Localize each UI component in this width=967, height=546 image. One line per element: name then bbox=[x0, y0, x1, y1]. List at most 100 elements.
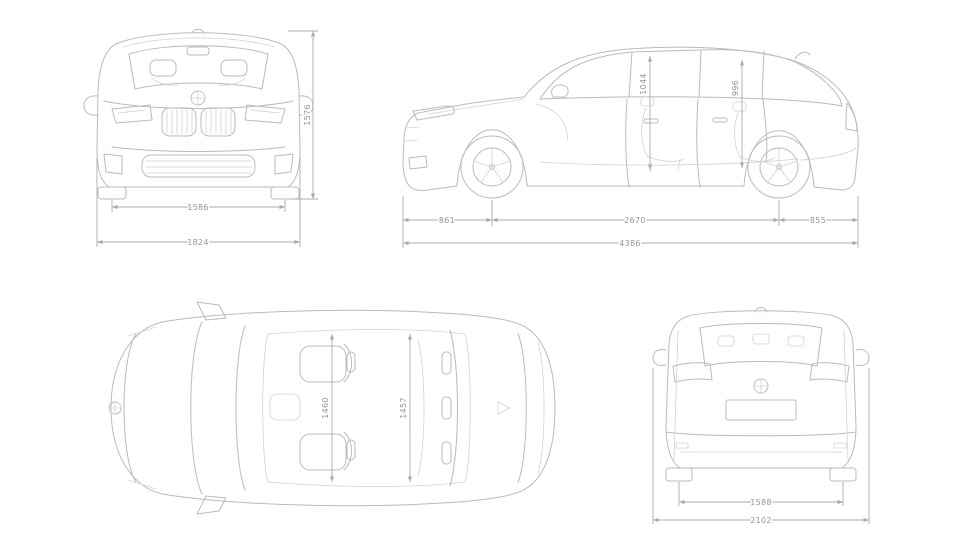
front-left-kidney-grille bbox=[161, 107, 197, 137]
rear-interior-width-dimension-label: 1457 bbox=[399, 397, 408, 419]
side-rear-headrest bbox=[732, 101, 747, 112]
rear-overhang-dimension-label: 855 bbox=[810, 216, 826, 225]
front-left-headlight bbox=[111, 104, 153, 124]
rear-wheel-spokes bbox=[761, 148, 797, 182]
side-front-seat bbox=[641, 107, 685, 173]
front-interior-mirror bbox=[186, 46, 210, 56]
rear-license-plate bbox=[725, 399, 797, 421]
side-door-lines bbox=[625, 98, 768, 188]
rear-left-taillight bbox=[672, 362, 713, 383]
side-interior bbox=[535, 96, 775, 173]
top-headlight-lines bbox=[127, 326, 157, 490]
side-front-door-handle bbox=[643, 118, 659, 124]
front-body-outline bbox=[96, 32, 301, 188]
front-roof-crease bbox=[122, 37, 275, 48]
top-windshield-arc bbox=[190, 321, 203, 495]
side-glasshouse bbox=[539, 49, 843, 107]
mirror-width-extension-lines bbox=[652, 368, 870, 524]
rear-view-dimensions: 1588 2102 bbox=[652, 368, 870, 527]
front-right-kidney-grille bbox=[200, 107, 236, 137]
side-body-outline bbox=[402, 46, 859, 191]
top-driver-seat bbox=[299, 343, 356, 383]
grille-slats bbox=[166, 109, 232, 135]
top-antenna-fin bbox=[497, 401, 511, 415]
side-roof-fin bbox=[794, 51, 811, 60]
side-front-wheel bbox=[460, 135, 524, 199]
rear-view bbox=[652, 307, 870, 482]
side-rear-bumper-crease bbox=[799, 147, 857, 161]
rear-right-reflector bbox=[833, 442, 847, 449]
top-passenger-seat bbox=[299, 431, 356, 471]
front-roof-fin bbox=[191, 28, 205, 34]
front-drl-lines bbox=[117, 109, 280, 114]
front-wheel-spokes bbox=[474, 148, 510, 182]
rear-window-headrest-left bbox=[717, 335, 735, 347]
bmw-roundel-icon-rear bbox=[753, 378, 769, 394]
rear-left-mirror bbox=[652, 349, 667, 367]
side-front-headrest bbox=[640, 96, 655, 107]
rear-roof-fin bbox=[754, 307, 768, 313]
front-right-headrest bbox=[220, 59, 248, 77]
side-headlight bbox=[412, 105, 455, 121]
front-overhang-dimension-label: 861 bbox=[439, 216, 455, 225]
front-width-extension-lines bbox=[96, 158, 301, 247]
side-window-dividers bbox=[628, 49, 765, 99]
side-taillight bbox=[845, 102, 858, 132]
rear-body-outline bbox=[665, 310, 857, 469]
front-width-dimension-label: 1824 bbox=[187, 238, 209, 247]
rear-window bbox=[699, 323, 823, 367]
side-rear-seat bbox=[734, 112, 775, 162]
rear-track-dimension-label: 1588 bbox=[750, 498, 772, 507]
front-view bbox=[83, 28, 314, 200]
overall-length-dimension-label: 4386 bbox=[619, 239, 641, 248]
front-right-corner-intake bbox=[274, 153, 294, 175]
side-view bbox=[402, 46, 859, 199]
wheelbase-dimension-label: 2670 bbox=[624, 216, 646, 225]
side-view-dimensions: 1044 996 861 2670 855 4386 bbox=[402, 56, 859, 250]
rear-window-headrest-center bbox=[752, 333, 770, 345]
front-seat-hints bbox=[151, 77, 246, 86]
front-height-dimension-label: 1576 bbox=[303, 104, 312, 126]
bmw-roundel-icon-top bbox=[108, 401, 122, 415]
side-fog-light bbox=[408, 155, 428, 170]
rear-headroom-dimension-label: 996 bbox=[731, 80, 740, 96]
top-nose-contour bbox=[123, 333, 137, 483]
side-hood-crease bbox=[427, 98, 525, 115]
top-view-dimensions: 1460 1457 bbox=[320, 334, 413, 482]
front-track-dimension-label: 1586 bbox=[187, 203, 209, 212]
top-roof-front-edge bbox=[235, 325, 246, 491]
top-body-outline bbox=[110, 309, 556, 507]
top-center-console bbox=[269, 393, 301, 421]
front-interior-width-dimension-label: 1460 bbox=[321, 397, 330, 419]
rear-right-taillight bbox=[809, 362, 850, 383]
front-bumper-crease bbox=[111, 146, 286, 152]
rear-right-wheel bbox=[829, 467, 857, 482]
top-roof-opening bbox=[262, 329, 471, 487]
side-rear-door-handle bbox=[712, 117, 728, 123]
side-mirror bbox=[551, 84, 569, 98]
mirror-width-dimension-label: 2102 bbox=[750, 516, 772, 525]
bmw-roundel-icon bbox=[190, 90, 206, 106]
front-left-headrest bbox=[149, 59, 177, 77]
rear-window-headrest-right bbox=[787, 335, 805, 347]
rear-left-wheel bbox=[665, 467, 693, 482]
rear-bumper-line bbox=[665, 431, 857, 437]
side-front-face-lines bbox=[403, 126, 420, 142]
front-right-headlight bbox=[244, 104, 286, 124]
side-rear-wheel bbox=[747, 135, 811, 199]
front-hood-line bbox=[103, 100, 294, 109]
top-view bbox=[108, 301, 556, 515]
rear-right-mirror bbox=[855, 349, 870, 367]
side-dashboard bbox=[535, 103, 569, 141]
side-belt-crease bbox=[539, 158, 799, 166]
top-rear-bench bbox=[417, 329, 458, 487]
front-right-wheel bbox=[270, 186, 300, 200]
front-lower-intake bbox=[141, 154, 256, 178]
rear-left-reflector bbox=[675, 442, 689, 449]
front-left-mirror bbox=[83, 95, 99, 116]
top-left-mirror bbox=[196, 301, 227, 321]
front-intake-slats bbox=[144, 160, 253, 174]
top-spoiler-edge bbox=[537, 341, 545, 475]
front-view-dimensions: 1586 1824 1576 bbox=[96, 30, 318, 249]
